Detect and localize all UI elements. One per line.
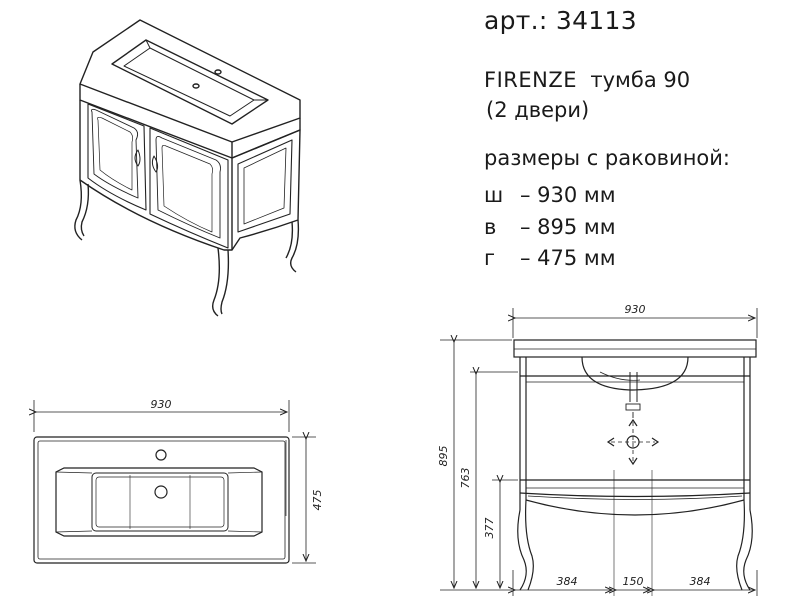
model-name: FIRENZE xyxy=(484,68,577,92)
dimension-value: – 475 мм xyxy=(520,246,616,270)
dimension-height: в – 895 мм xyxy=(484,215,616,239)
dimension-key: ш xyxy=(484,183,504,207)
model-title: FIRENZE тумба 90 xyxy=(484,68,690,92)
dimension-width: ш – 930 мм xyxy=(484,183,616,207)
top-depth-label: 475 xyxy=(311,490,324,511)
top-view-drawing xyxy=(34,400,316,564)
dimension-value: – 895 мм xyxy=(520,215,616,239)
bottom-center-label: 150 xyxy=(623,575,644,588)
front-width-label: 930 xyxy=(625,303,646,316)
bottom-left-label: 384 xyxy=(557,575,578,588)
dimension-depth: г – 475 мм xyxy=(484,246,616,270)
doors-note: (2 двери) xyxy=(486,98,590,122)
sizes-title: размеры с раковиной: xyxy=(484,146,730,170)
front-height-label: 895 xyxy=(437,446,450,467)
shelf-height-label: 377 xyxy=(483,518,496,539)
sink-height-label: 763 xyxy=(459,468,472,489)
top-width-label: 930 xyxy=(151,398,172,411)
dimension-key: г xyxy=(484,246,496,270)
model-type: тумба 90 xyxy=(590,68,691,92)
dimension-key: в xyxy=(484,215,497,239)
cabinet-perspective-illustration xyxy=(74,19,301,317)
dimension-value: – 930 мм xyxy=(520,183,616,207)
article-number: арт.: 34113 xyxy=(484,6,637,35)
bottom-right-label: 384 xyxy=(690,575,711,588)
front-view-drawing xyxy=(440,308,758,596)
